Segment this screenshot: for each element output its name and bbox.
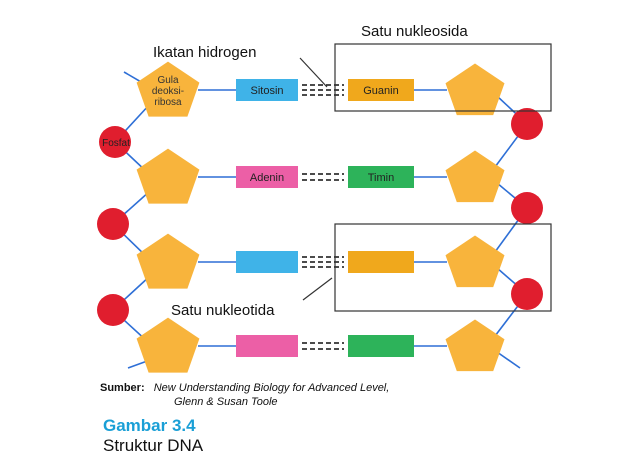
base-label-left: Sitosin bbox=[250, 85, 283, 97]
source-caption: Sumber: New Understanding Biology for Ad… bbox=[100, 381, 389, 409]
phosphate-circle bbox=[97, 294, 129, 326]
nucleotide-label: Satu nukleotida bbox=[171, 302, 275, 319]
figure-title: Struktur DNA bbox=[103, 436, 204, 455]
figure-number: Gambar 3.4 bbox=[103, 416, 196, 435]
source-prefix: Sumber: bbox=[100, 382, 145, 394]
base-rect-right bbox=[348, 79, 414, 101]
base-rect-left bbox=[236, 79, 298, 101]
sugar-label-line: Gula bbox=[157, 75, 179, 86]
nucleoside-box bbox=[334, 43, 552, 112]
hydrogen-bond-label: Ikatan hidrogen bbox=[153, 44, 257, 61]
sugar-pentagon bbox=[136, 233, 200, 289]
phosphate-circle bbox=[511, 108, 543, 140]
base-pair-row-4 bbox=[136, 317, 505, 373]
source-line-2: Glenn & Susan Toole bbox=[174, 396, 278, 408]
nucleotide-pointer bbox=[302, 277, 333, 301]
base-rect-right bbox=[348, 251, 414, 273]
base-pair-row-3 bbox=[136, 233, 505, 289]
phosphate-circle bbox=[511, 278, 543, 310]
sugar-pentagon bbox=[445, 319, 505, 372]
phosphate-circle bbox=[511, 192, 543, 224]
phosphate-circle bbox=[99, 126, 131, 158]
base-rect-left bbox=[236, 251, 298, 273]
sugar-pentagon bbox=[136, 148, 200, 204]
hydrogen-bond-pointer bbox=[299, 57, 328, 88]
sugar-pentagon bbox=[445, 150, 505, 203]
sugar-label-line: ribosa bbox=[154, 97, 182, 108]
sugar-pentagon bbox=[136, 317, 200, 373]
sugar-pentagon bbox=[445, 63, 505, 116]
base-label-left: Adenin bbox=[250, 172, 284, 184]
source-line-1: New Understanding Biology for Advanced L… bbox=[153, 382, 390, 394]
base-label-right: Timin bbox=[368, 172, 394, 184]
base-rect-left bbox=[236, 335, 298, 357]
sugar-pentagon bbox=[136, 61, 200, 117]
base-label-right: Guanin bbox=[363, 85, 398, 97]
sugar-pentagon bbox=[445, 235, 505, 288]
base-rect-left bbox=[236, 166, 298, 188]
base-pair-row-1: Sitosin Guanin bbox=[136, 61, 505, 117]
backbone-line bbox=[496, 351, 521, 369]
base-rect-right bbox=[348, 166, 414, 188]
nucleoside-label: Satu nukleosida bbox=[361, 23, 468, 40]
phosphate-label: Fosfat bbox=[102, 138, 130, 149]
phosphate-circle bbox=[97, 208, 129, 240]
base-pair-row-2: Adenin Timin bbox=[136, 148, 505, 204]
base-rect-right bbox=[348, 335, 414, 357]
sugar-label-line: deoksi- bbox=[152, 86, 184, 97]
nucleotide-box bbox=[334, 223, 552, 312]
